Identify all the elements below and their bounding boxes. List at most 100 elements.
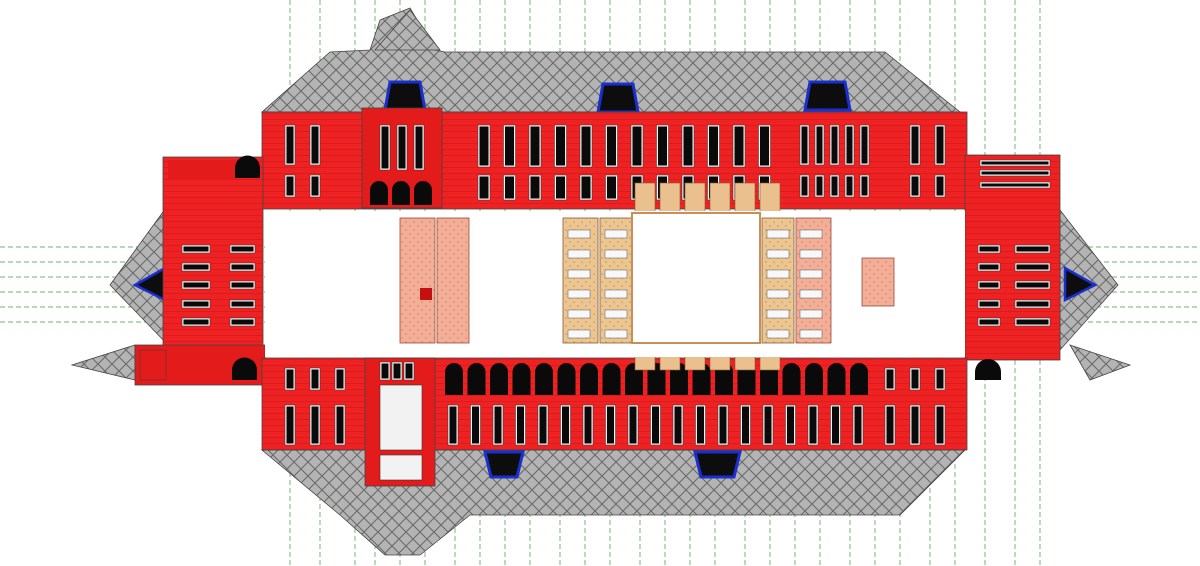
courtyard-bay (759, 182, 781, 214)
room-fixture (799, 329, 823, 339)
arched-window (805, 363, 823, 395)
room-fixture (567, 229, 591, 239)
room-fixture (766, 309, 790, 319)
room-fixture (567, 329, 591, 339)
window-pane (629, 406, 637, 444)
wing-head (168, 160, 238, 180)
arched-window (602, 363, 621, 395)
arched-window (827, 363, 846, 395)
window-pane (479, 126, 489, 166)
window-pane (742, 406, 749, 444)
window-pane (183, 246, 209, 252)
window-pane (1016, 282, 1049, 288)
window-pane (936, 406, 944, 444)
window-pane (415, 126, 423, 169)
arched-window (715, 363, 733, 395)
dormer (803, 80, 852, 112)
courtyard-bay (684, 182, 706, 214)
arched-window (234, 155, 260, 178)
room-fixture (799, 269, 823, 279)
window-pane (652, 406, 659, 444)
window-pane (809, 406, 817, 444)
window-pane (709, 126, 718, 166)
window-pane (981, 171, 1049, 175)
window-pane (581, 176, 591, 199)
window-pane (479, 176, 489, 199)
dormer (693, 450, 742, 479)
stair-core (420, 288, 432, 300)
courtyard-bay (659, 182, 681, 214)
window-pane (816, 126, 823, 164)
window-pane (505, 176, 514, 199)
arched-window (760, 363, 778, 395)
right-facade-windows (975, 159, 1051, 380)
window-pane (607, 176, 616, 199)
window-pane (286, 176, 294, 196)
bottom-facade-windows (284, 339, 946, 446)
arched-window (580, 363, 598, 395)
window-pane (539, 406, 547, 444)
window-pane (697, 406, 704, 444)
dormer (596, 82, 640, 114)
window-pane (831, 176, 838, 196)
window-pane (981, 161, 1049, 165)
window-pane (764, 406, 772, 444)
room-fixture (604, 229, 628, 239)
window-pane (760, 126, 769, 166)
window-pane (854, 406, 862, 444)
room-fixture (799, 309, 823, 319)
arched-window (414, 181, 432, 205)
room-fixture (799, 249, 823, 259)
arched-window (467, 363, 486, 395)
room-fixture (766, 269, 790, 279)
window-pane (584, 406, 592, 444)
window-pane (886, 369, 894, 389)
window-pane (911, 369, 919, 389)
room (761, 217, 795, 344)
room-fixture (766, 329, 790, 339)
window-pane (183, 264, 209, 270)
window-pane (632, 126, 642, 166)
window-pane (979, 264, 999, 270)
room-fixture (766, 289, 790, 299)
arched-window (625, 363, 643, 395)
window-pane (658, 126, 667, 166)
arched-window (392, 181, 410, 205)
window-pane (846, 126, 853, 164)
window-pane (231, 301, 254, 307)
inner-courtyard-core (631, 212, 761, 344)
window-pane (311, 406, 319, 444)
window-pane (472, 406, 479, 444)
arched-window (557, 363, 576, 395)
window-pane (336, 406, 344, 444)
room-fixture (766, 229, 790, 239)
window-pane (1016, 301, 1049, 307)
window-pane (979, 301, 999, 307)
window-pane (405, 363, 413, 379)
window-pane (556, 126, 565, 166)
window-pane (831, 126, 838, 164)
window-pane (231, 282, 254, 288)
room (795, 217, 832, 344)
window-pane (832, 406, 839, 444)
arched-window (490, 363, 508, 395)
dormer (1063, 265, 1098, 303)
room-fixture (604, 289, 628, 299)
window-pane (311, 176, 319, 196)
window-pane (936, 369, 944, 389)
window-pane (861, 176, 868, 196)
window-pane (556, 176, 565, 199)
window-pane (846, 176, 853, 196)
window-pane (530, 176, 540, 199)
window-pane (911, 126, 919, 164)
window-pane (1016, 264, 1049, 270)
window-pane (286, 126, 294, 164)
window-pane (683, 126, 693, 166)
window-pane (336, 369, 344, 389)
room (599, 217, 633, 344)
top-facade-windows (284, 124, 946, 214)
arched-window (975, 359, 1001, 380)
window-pane (286, 369, 294, 389)
window-pane (231, 246, 254, 252)
